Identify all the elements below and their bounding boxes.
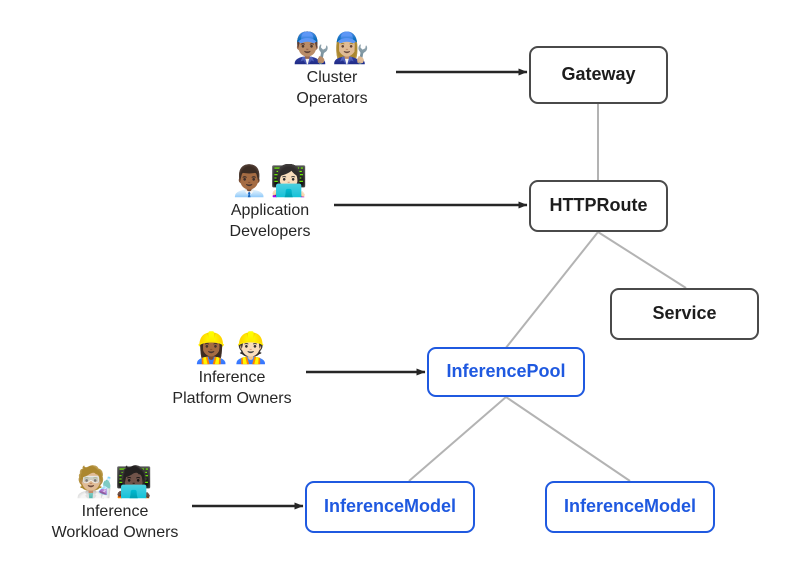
actor-cluster-operators-line2: Operators: [296, 90, 368, 107]
actor-application-developers[interactable]: 👨🏾‍💼👩🏻‍💻 Application Developers: [208, 165, 332, 241]
node-inferencemodel-left[interactable]: InferenceModel: [305, 481, 475, 533]
actor-application-developers-line2: Developers: [229, 223, 311, 240]
node-inferencepool[interactable]: InferencePool: [427, 347, 585, 397]
actor-cluster-operators[interactable]: 👨🏽‍🔧👩🏼‍🔧 Cluster Operators: [270, 32, 394, 108]
actor-inference-workload-owners-line1: Inference: [81, 503, 149, 520]
actor-cluster-operators-line1: Cluster: [306, 69, 358, 86]
actor-inference-workload-owners[interactable]: 🧑🏼‍🔬🧑🏿‍💻 Inference Workload Owners: [40, 466, 190, 542]
actor-application-developers-line1: Application: [230, 202, 310, 219]
node-service[interactable]: Service: [610, 288, 759, 340]
edge-inferencepool-inferencemodel-right: [505, 396, 631, 482]
node-inferencemodel-right-label: InferenceModel: [563, 496, 697, 517]
actor-inference-platform-owners-line1: Inference: [198, 369, 266, 386]
node-httproute[interactable]: HTTPRoute: [529, 180, 668, 232]
edge-inferencepool-inferencemodel-left: [408, 396, 507, 482]
edge-httproute-service: [597, 231, 687, 289]
actor-inference-workload-owners-line2: Workload Owners: [51, 524, 179, 541]
node-inferencemodel-left-label: InferenceModel: [323, 496, 457, 517]
construction-worker-pair-icon: 👷🏾‍♀️👷🏻: [192, 331, 272, 366]
node-service-label: Service: [652, 303, 717, 324]
node-gateway[interactable]: Gateway: [529, 46, 668, 104]
node-inferencepool-label: InferencePool: [446, 361, 566, 382]
actor-inference-platform-owners[interactable]: 👷🏾‍♀️👷🏻 Inference Platform Owners: [160, 332, 304, 408]
edge-httproute-inferencepool: [504, 231, 599, 350]
node-httproute-label: HTTPRoute: [549, 195, 648, 216]
office-worker-technologist-pair-icon: 👨🏾‍💼👩🏻‍💻: [230, 164, 310, 199]
mechanic-pair-icon: 👨🏽‍🔧👩🏼‍🔧: [292, 31, 372, 66]
node-gateway-label: Gateway: [561, 64, 636, 85]
actor-inference-platform-owners-line2: Platform Owners: [172, 390, 292, 407]
scientist-technologist-pair-icon: 🧑🏼‍🔬🧑🏿‍💻: [75, 465, 155, 500]
node-inferencemodel-right[interactable]: InferenceModel: [545, 481, 715, 533]
